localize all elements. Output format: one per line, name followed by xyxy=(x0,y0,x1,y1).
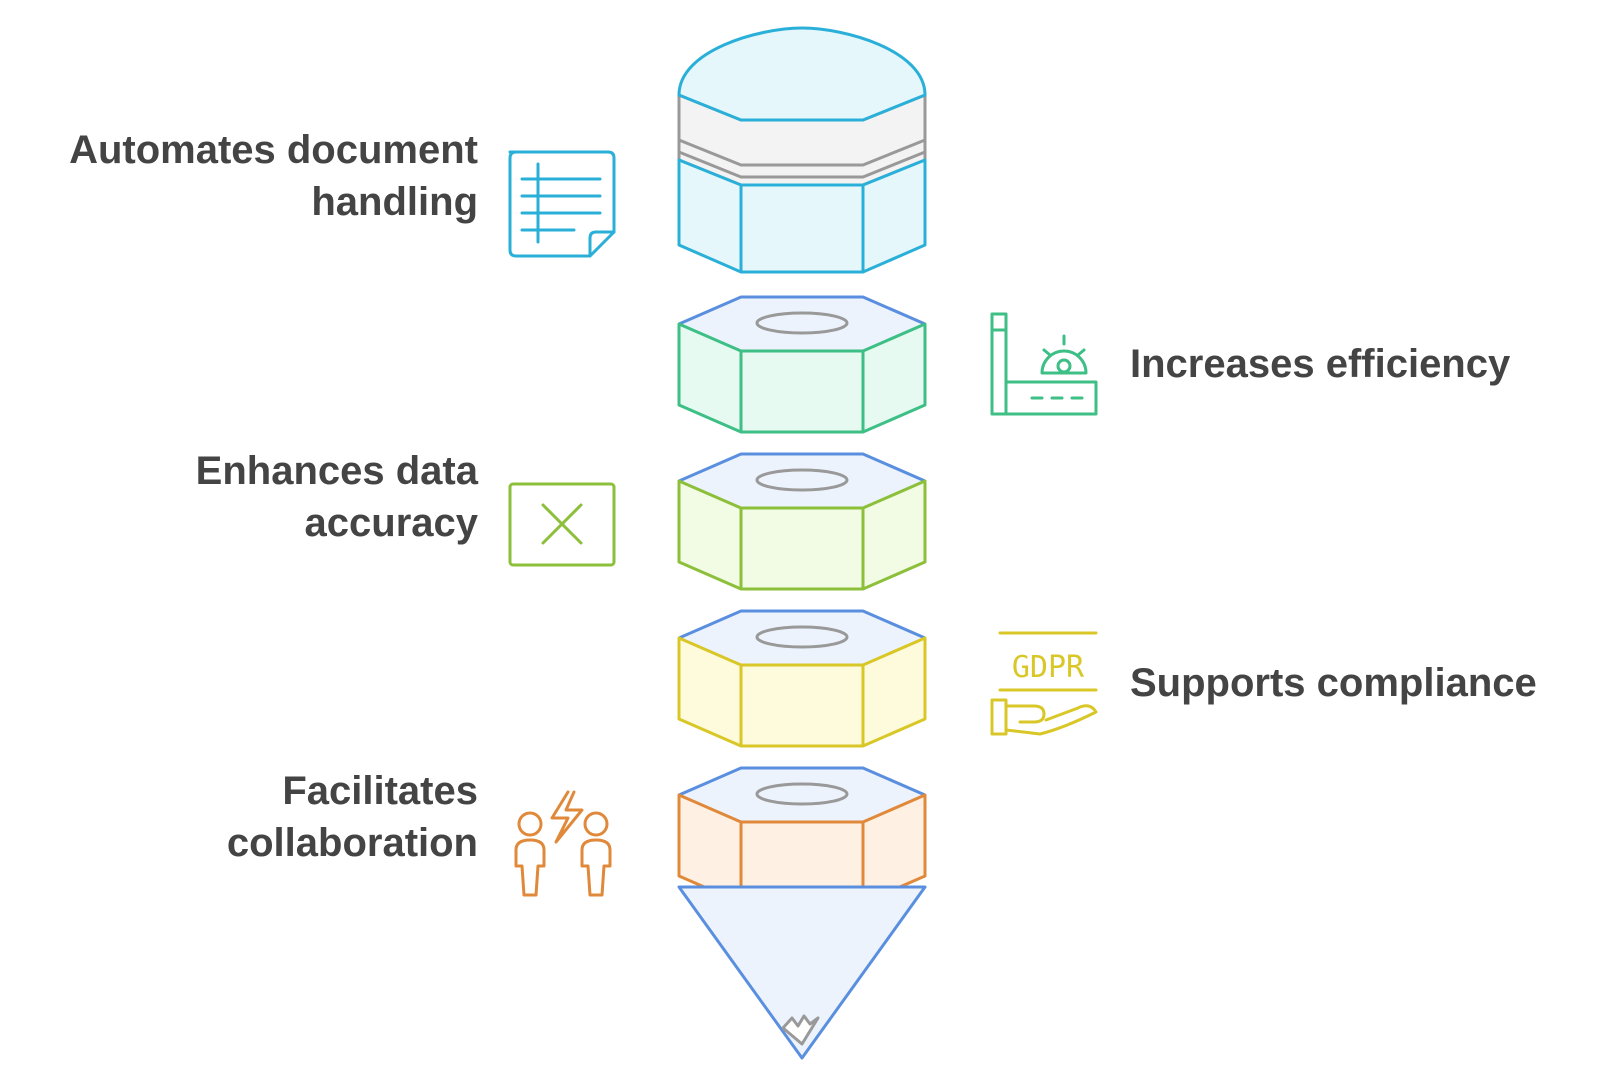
hex-top-edge xyxy=(678,766,926,797)
gdpr-hand-icon: GDPR xyxy=(990,631,1098,736)
layer-data-accuracy xyxy=(677,452,927,591)
hex-top-face xyxy=(679,297,925,351)
label-line: accuracy xyxy=(304,501,478,545)
label-line: Facilitates xyxy=(282,769,478,813)
tip-cone xyxy=(677,885,927,1060)
hex-side-outline xyxy=(677,636,927,748)
hex-top-edge xyxy=(678,295,926,326)
document-icon xyxy=(508,150,616,258)
icons: GDPR xyxy=(508,150,1098,897)
label-collaboration: Facilitates collaboration xyxy=(227,765,478,869)
hex-side-outline xyxy=(677,479,927,591)
two-people-spark-icon xyxy=(514,790,612,897)
hex-layers xyxy=(677,295,927,905)
hex-top-face xyxy=(679,611,925,665)
gdpr-text: GDPR xyxy=(1012,650,1085,685)
label-line: collaboration xyxy=(226,821,478,865)
layer-collaboration xyxy=(677,766,927,905)
band-line xyxy=(678,138,926,167)
hex-ring xyxy=(755,625,849,649)
band-line xyxy=(678,150,926,179)
hex-top-edge xyxy=(678,452,926,483)
hex-top-face xyxy=(679,454,925,508)
label-line: Supports compliance xyxy=(1130,661,1537,705)
label-data-accuracy: Enhances data accuracy xyxy=(196,445,478,549)
label-efficiency: Increases efficiency xyxy=(1130,338,1510,390)
hex-side-outline xyxy=(677,322,927,434)
hex-side-outline xyxy=(677,793,927,905)
hex-ring xyxy=(755,468,849,492)
layer-efficiency xyxy=(677,295,927,434)
hex-ring xyxy=(755,311,849,335)
layer-document-handling xyxy=(677,26,927,274)
hex-top-edge xyxy=(678,609,926,640)
label-line: Enhances data xyxy=(195,449,478,493)
label-document-handling: Automates document handling xyxy=(69,124,478,228)
label-compliance: Supports compliance xyxy=(1130,657,1537,709)
cylinder-dome xyxy=(677,26,927,122)
stack-tip xyxy=(677,885,927,1060)
tip-crack xyxy=(781,1014,820,1046)
hex-top-face xyxy=(679,768,925,822)
label-line: Increases efficiency xyxy=(1130,342,1511,386)
hex-ring xyxy=(755,782,849,806)
label-line: handling xyxy=(311,180,478,224)
label-line: Automates document xyxy=(69,128,478,172)
layer-compliance xyxy=(677,609,927,748)
factory-gear-icon xyxy=(990,312,1098,416)
x-box-icon xyxy=(508,482,616,567)
